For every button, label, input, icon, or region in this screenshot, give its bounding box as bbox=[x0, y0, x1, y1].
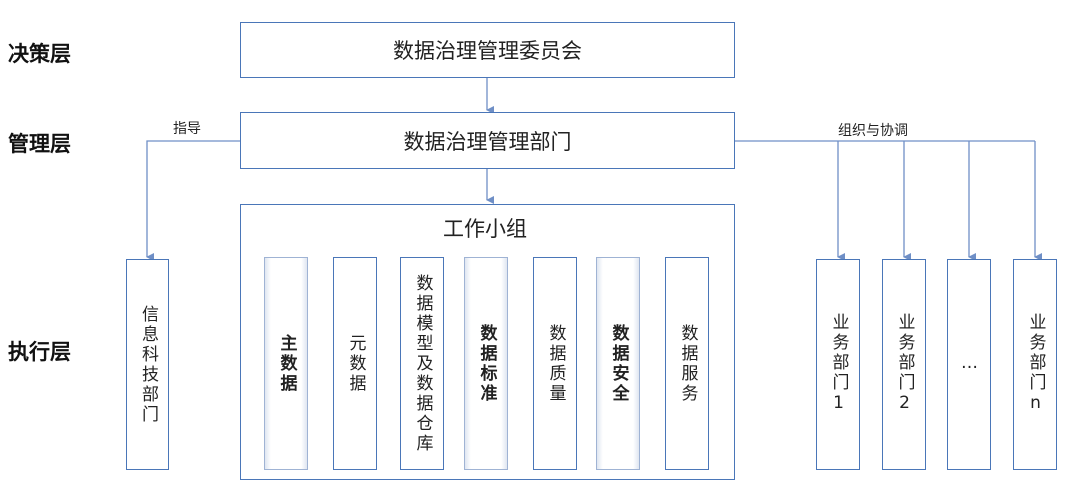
working-group-item-label: 元数据 bbox=[345, 333, 366, 394]
working-group-item: 数据模型及数据仓库 bbox=[400, 257, 444, 470]
working-group-item: 元数据 bbox=[333, 257, 377, 470]
working-group-item-label: 数据服务 bbox=[677, 323, 698, 404]
working-group-item-label: 数据质量 bbox=[545, 323, 566, 404]
committee-box: 数据治理管理委员会 bbox=[240, 22, 735, 78]
business-department-box: 业务部门1 bbox=[816, 259, 860, 470]
business-department-label: … bbox=[959, 353, 980, 376]
working-group-item: 主数据 bbox=[264, 257, 308, 470]
department-box: 数据治理管理部门 bbox=[240, 112, 735, 169]
working-group-item: 数据服务 bbox=[665, 257, 709, 470]
it-department-box: 信息科技部门 bbox=[126, 259, 169, 470]
working-group-item-label: 主数据 bbox=[276, 333, 297, 394]
business-department-label: 业务部门1 bbox=[828, 313, 849, 416]
business-department-box: 业务部门2 bbox=[882, 259, 926, 470]
business-department-box: … bbox=[947, 259, 991, 470]
working-group-item: 数据质量 bbox=[533, 257, 577, 470]
committee-label: 数据治理管理委员会 bbox=[393, 39, 582, 63]
layer-label-execution: 执行层 bbox=[8, 340, 71, 364]
working-group-title: 工作小组 bbox=[443, 217, 527, 241]
working-group-item: 数据标准 bbox=[464, 257, 508, 470]
business-department-label: 业务部门n bbox=[1025, 313, 1046, 416]
it-department-label: 信息科技部门 bbox=[138, 304, 158, 425]
edge-label-coordinate: 组织与协调 bbox=[838, 123, 908, 139]
layer-label-decision: 决策层 bbox=[8, 42, 71, 66]
department-label: 数据治理管理部门 bbox=[403, 129, 572, 154]
working-group-item-label: 数据标准 bbox=[476, 323, 497, 404]
business-department-label: 业务部门2 bbox=[894, 313, 915, 416]
layer-label-management: 管理层 bbox=[8, 132, 71, 156]
working-group-item-label: 数据安全 bbox=[608, 323, 629, 404]
business-department-box: 业务部门n bbox=[1013, 259, 1057, 470]
working-group-item-label: 数据模型及数据仓库 bbox=[412, 273, 433, 454]
working-group-item: 数据安全 bbox=[596, 257, 640, 470]
edge-label-guide: 指导 bbox=[173, 121, 201, 137]
